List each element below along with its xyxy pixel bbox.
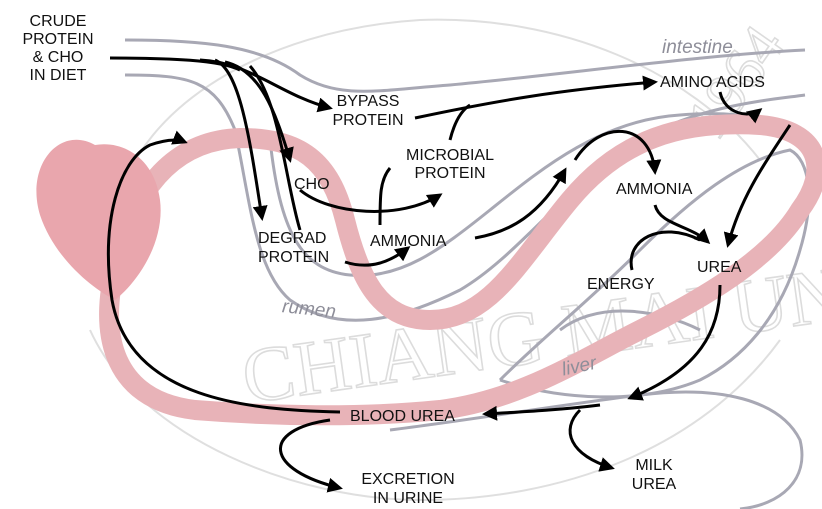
energy-label: ENERGY xyxy=(587,276,655,293)
blood-urea-label: BLOOD UREA xyxy=(350,408,455,425)
arrow-ammonia-to-microbial xyxy=(380,168,390,225)
arrow-bypass-to-amino xyxy=(415,82,655,118)
arrow-energy-to-urea xyxy=(631,232,700,270)
milk-urea-label: MILK UREA xyxy=(632,457,677,493)
svg-text:UREA: UREA xyxy=(632,476,677,493)
amino-acids-label: AMINO ACIDS xyxy=(660,74,765,91)
rumen-label: rumen xyxy=(281,296,337,323)
svg-text:MICROBIAL: MICROBIAL xyxy=(406,147,494,164)
svg-text:IN URINE: IN URINE xyxy=(373,490,443,507)
svg-text:PROTEIN: PROTEIN xyxy=(414,165,485,182)
degrad-protein-label: DEGRAD PROTEIN xyxy=(258,230,329,266)
svg-text:PROTEIN: PROTEIN xyxy=(258,249,329,266)
svg-text:EXCRETION: EXCRETION xyxy=(361,471,454,488)
crude-protein-label: CRUDE PROTEIN & CHO IN DIET xyxy=(22,13,93,84)
urea-label: UREA xyxy=(697,259,742,276)
arrow-to-blood-urea xyxy=(485,405,600,414)
arrow-cho-to-microbial xyxy=(300,190,440,211)
bypass-protein-label: BYPASS PROTEIN xyxy=(332,93,403,129)
svg-text:DEGRAD: DEGRAD xyxy=(258,230,326,247)
svg-text:BYPASS: BYPASS xyxy=(337,93,400,110)
heart-shape xyxy=(36,140,160,300)
svg-text:CRUDE: CRUDE xyxy=(30,13,87,30)
microbial-protein-label: MICROBIAL PROTEIN xyxy=(406,147,494,182)
cho-label: CHO xyxy=(294,176,330,193)
arrow-blood-to-milk xyxy=(570,410,612,468)
arrow-blood-to-excretion xyxy=(280,420,340,488)
svg-text:MILK: MILK xyxy=(635,457,673,474)
ammonia-rumen-label: AMMONIA xyxy=(370,233,447,250)
excretion-label: EXCRETION IN URINE xyxy=(361,471,454,507)
svg-text:PROTEIN: PROTEIN xyxy=(22,31,93,48)
intestine-label: intestine xyxy=(662,37,733,58)
svg-text:& CHO: & CHO xyxy=(33,49,84,66)
ammonia-liver-label: AMMONIA xyxy=(616,181,693,198)
svg-text:IN DIET: IN DIET xyxy=(30,67,87,84)
svg-text:PROTEIN: PROTEIN xyxy=(332,112,403,129)
